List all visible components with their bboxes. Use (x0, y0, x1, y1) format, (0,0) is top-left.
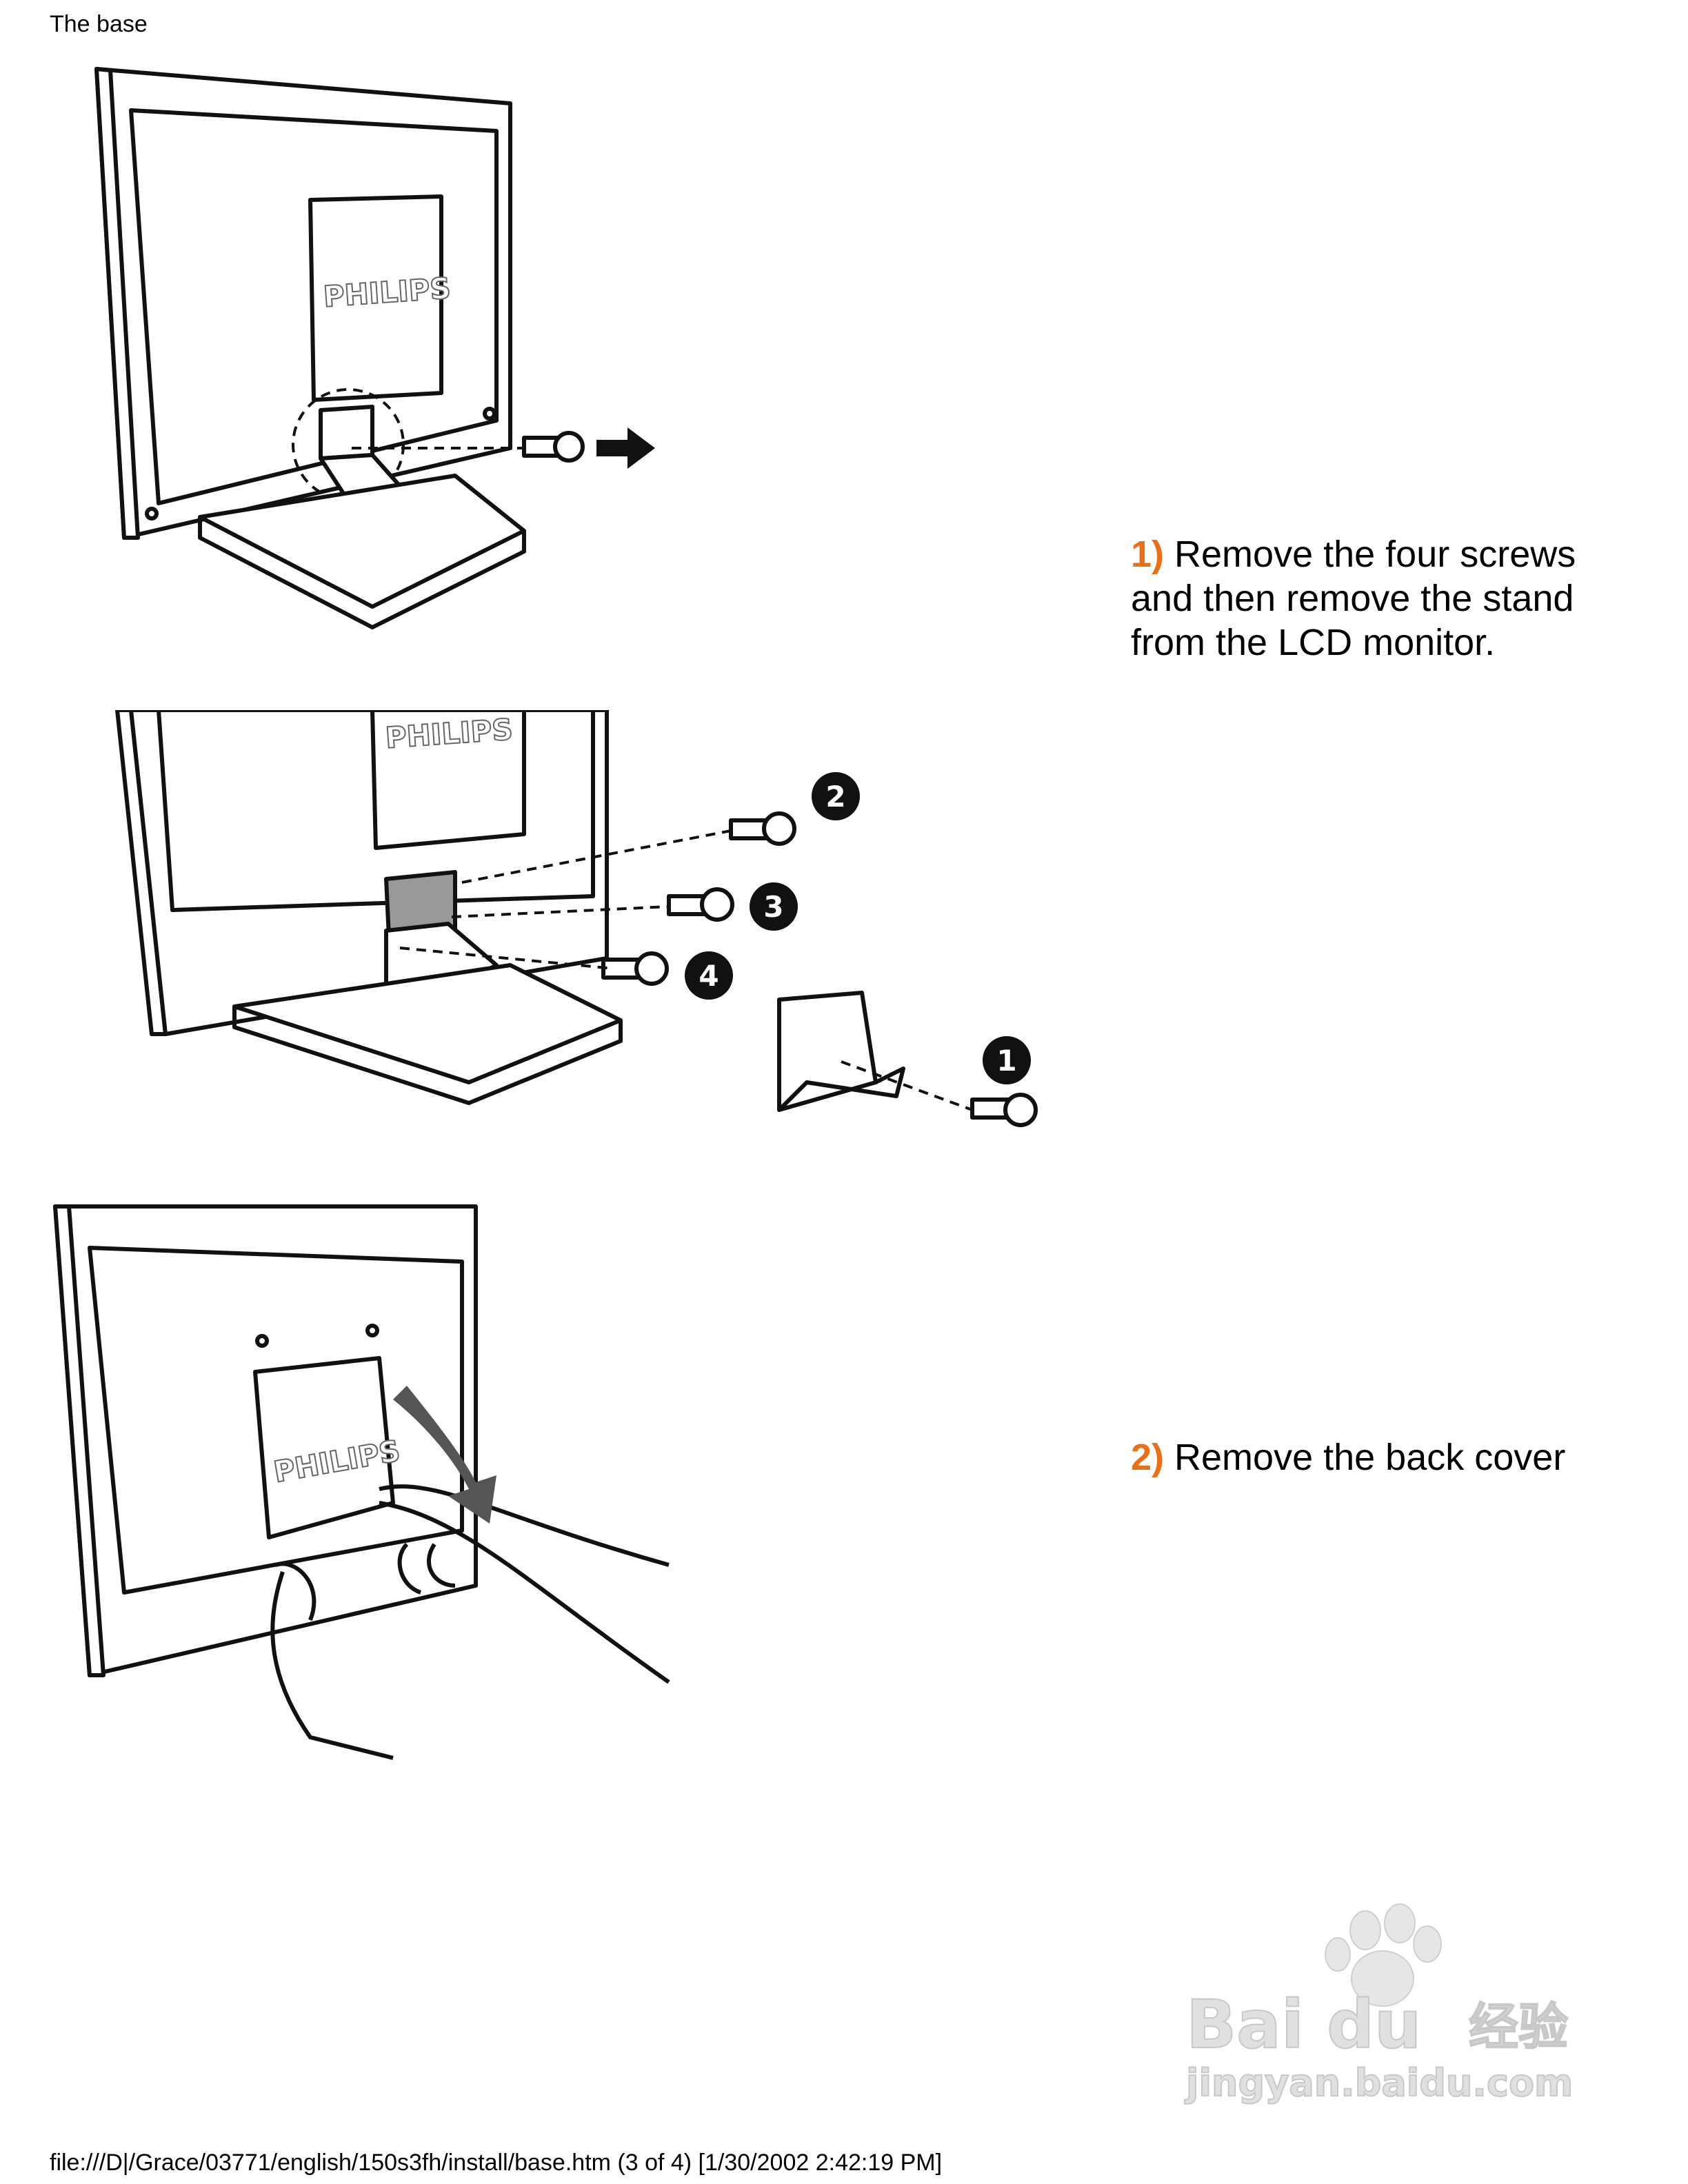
step-text: Remove the back cover (1174, 1437, 1566, 1478)
illustration-monitor-rear-stand: PHILIPS (94, 67, 655, 629)
watermark-cn: 经验 (1469, 1998, 1568, 2056)
screw-badge-2: 2 (812, 772, 860, 820)
svg-text:1: 1 (996, 1044, 1016, 1078)
watermark-url: jingyan.baidu.com (1185, 2061, 1573, 2105)
step-text: Remove the four screws and then remove t… (1131, 534, 1576, 663)
step-1: 1) Remove the four screws and then remov… (1131, 532, 1600, 665)
screw-badge-3: 3 (750, 882, 798, 931)
svg-text:2: 2 (825, 780, 845, 813)
step-number: 1) (1131, 534, 1165, 575)
step-number: 2) (1131, 1437, 1165, 1478)
svg-text:4: 4 (699, 959, 719, 993)
watermark-brand: Bai du (1186, 1986, 1421, 2063)
illustration-screws-removal: 2 3 4 1 PHILIPS (115, 710, 1038, 1127)
brand-logo: PHILIPS (322, 271, 452, 314)
baidu-watermark: Bai du 经验 jingyan.baidu.com (1184, 1903, 1574, 2105)
page-title: The base (50, 11, 148, 37)
footer-path: file:///D|/Grace/03771/english/150s3fh/i… (50, 2150, 943, 2176)
screw-badge-1: 1 (983, 1036, 1031, 1084)
screw-badge-4: 4 (685, 951, 733, 1000)
illustration-back-cover-removal: PHILIPS (53, 1204, 670, 1760)
step-2: 2) Remove the back cover (1131, 1435, 1600, 1479)
svg-text:3: 3 (763, 890, 783, 924)
